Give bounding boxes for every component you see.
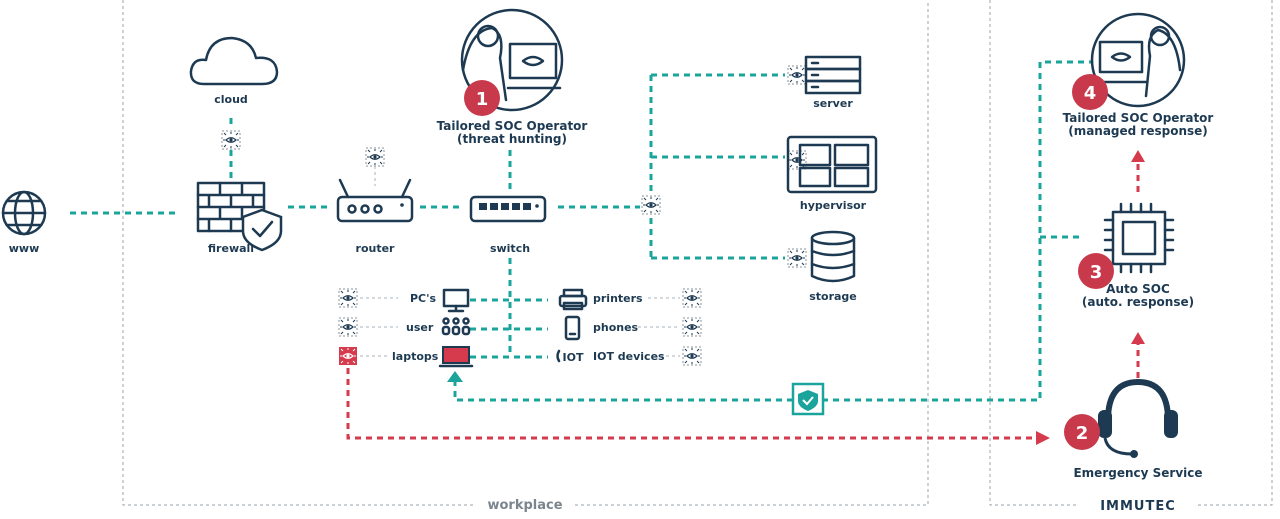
cpu-chip-icon xyxy=(1103,202,1175,274)
soc-operator-4-title: Tailored SOC Operator xyxy=(1063,111,1214,125)
server-icon xyxy=(804,55,862,95)
monitor-eye-icon xyxy=(641,195,661,215)
user-label: user xyxy=(406,321,434,334)
badge-3 xyxy=(1078,253,1114,289)
immutec-logo: IMMUTEC xyxy=(1100,499,1176,514)
soc-operator-illustration xyxy=(1090,12,1186,108)
return-arrow-head xyxy=(447,371,463,382)
svg-text:4: 4 xyxy=(1084,83,1097,104)
monitor-eye-icon xyxy=(787,65,807,85)
server-label: server xyxy=(813,97,853,110)
cloud-icon xyxy=(189,36,279,86)
storage-label: storage xyxy=(809,290,857,303)
monitor-eye-icon xyxy=(221,130,241,150)
phone-icon xyxy=(564,315,581,341)
soc-operator-1-title: Tailored SOC Operator xyxy=(437,119,588,133)
hypervisor-label: hypervisor xyxy=(800,199,867,212)
monitor-eye-icon xyxy=(682,317,702,337)
alert-eye-icon xyxy=(338,346,358,366)
svg-text:IMMUTEC: IMMUTEC xyxy=(1100,499,1176,514)
router-icon xyxy=(336,178,414,223)
monitor-eye-icon xyxy=(682,288,702,308)
printer-icon xyxy=(558,288,588,311)
monitor-eye-icon xyxy=(338,317,358,337)
monitor-eye-icon xyxy=(682,346,702,366)
soc-operator-1-subtitle: (threat hunting) xyxy=(457,132,567,146)
soc-frame xyxy=(989,0,1273,506)
svg-text:1: 1 xyxy=(476,89,489,110)
badge-1 xyxy=(464,80,500,116)
globe-icon xyxy=(1,190,47,236)
svg-text:3: 3 xyxy=(1090,262,1103,283)
laptops-label: laptops xyxy=(392,350,439,363)
pcs-label: PC's xyxy=(410,292,437,305)
iot-label: IOT devices xyxy=(593,350,665,363)
pc-icon xyxy=(442,288,470,313)
printers-label: printers xyxy=(593,292,643,305)
iot-icon: IOT xyxy=(556,349,584,364)
badge-4 xyxy=(1072,74,1108,110)
storage-icon xyxy=(810,230,856,283)
firewall-icon xyxy=(196,181,283,252)
headset-icon xyxy=(1098,378,1178,458)
cloud-label: cloud xyxy=(214,93,248,106)
workplace-label: workplace xyxy=(487,498,562,513)
monitor-eye-icon xyxy=(787,150,807,170)
teal-connections xyxy=(70,60,1095,402)
users-icon xyxy=(441,317,471,336)
firewall-label: firewall xyxy=(208,242,254,255)
laptop-icon xyxy=(438,346,474,368)
phones-label: phones xyxy=(593,321,639,334)
workplace-frame xyxy=(122,0,929,506)
svg-text:IOT: IOT xyxy=(563,351,584,364)
www-label: www xyxy=(9,242,40,255)
emergency-service-label: Emergency Service xyxy=(1073,466,1202,480)
monitor-eye-icon xyxy=(365,147,385,167)
monitor-eye-icon xyxy=(338,288,358,308)
soc-operator-4-subtitle: (managed response) xyxy=(1068,124,1208,138)
red-escalation xyxy=(346,150,1145,445)
badge-2 xyxy=(1064,414,1100,450)
auto-soc-subtitle: (auto. response) xyxy=(1082,295,1194,309)
monitor-eye-icon xyxy=(787,248,807,268)
svg-text:2: 2 xyxy=(1076,423,1089,444)
hypervisor-icon xyxy=(786,135,878,194)
switch-icon xyxy=(469,195,547,223)
switch-label: switch xyxy=(490,242,530,255)
router-label: router xyxy=(356,242,396,255)
auto-soc-title: Auto SOC xyxy=(1106,282,1170,296)
shield-check-icon xyxy=(791,382,825,416)
